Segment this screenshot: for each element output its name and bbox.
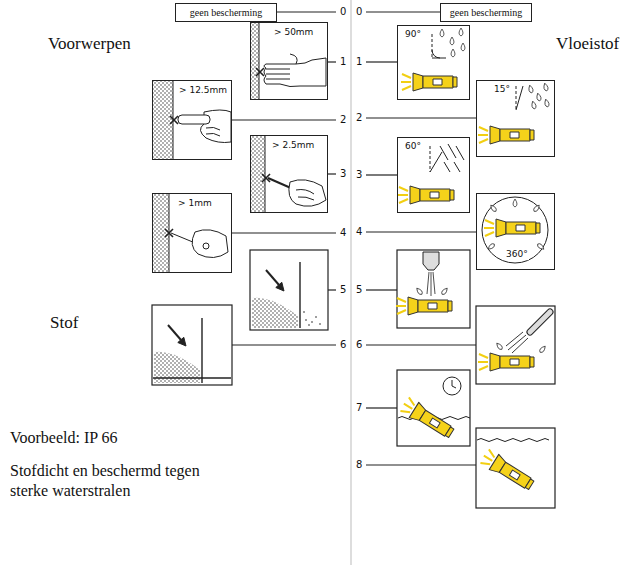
group-heading: Vloeistof xyxy=(556,33,619,54)
splash-icon xyxy=(482,197,548,263)
liquid-angle-box: 360° xyxy=(476,193,555,270)
node-text: 15° xyxy=(493,85,511,95)
liquid-angle-box: 90° xyxy=(397,25,470,100)
example-note: Voorbeeld: IP 66 xyxy=(10,428,118,448)
node-text: > 2.5mm xyxy=(271,141,315,151)
level-number: 3 xyxy=(356,169,362,182)
node-text: > 50mm xyxy=(273,28,314,38)
node-text: geen bescherming xyxy=(190,7,262,18)
liquid-angle-box: 60° xyxy=(397,137,470,213)
node-text: 60° xyxy=(404,142,422,152)
level-number: 6 xyxy=(340,339,346,352)
object-size-box: > 12.5mm xyxy=(152,80,232,160)
leader-lines xyxy=(232,12,476,465)
level-number: 2 xyxy=(340,114,346,127)
group-heading: Stof xyxy=(50,312,78,333)
dust-tight-icon xyxy=(153,318,231,383)
example-note: Stofdicht en beschermd tegen sterke wate… xyxy=(10,461,240,501)
finger-icon xyxy=(153,81,231,159)
level-number: 0 xyxy=(340,6,346,19)
wire-hand-icon xyxy=(153,194,228,272)
submersion-icon xyxy=(477,439,549,493)
level-number: 6 xyxy=(356,339,362,352)
level-number: 2 xyxy=(356,112,362,125)
spray-icon xyxy=(398,144,464,204)
group-heading: Voorwerpen xyxy=(48,33,131,54)
liquid-angle-box: 15° xyxy=(476,80,555,157)
drip-tilted-icon xyxy=(478,83,550,144)
no-protection-box: geen bescherming xyxy=(175,3,277,22)
node-text: 90° xyxy=(404,30,422,40)
level-number: 8 xyxy=(356,459,362,472)
tool-hand-icon xyxy=(251,136,326,212)
dust-partial-icon xyxy=(252,262,321,328)
water-jet-icon xyxy=(396,252,452,315)
level-number: 7 xyxy=(356,402,362,415)
icon-frames xyxy=(152,250,555,508)
object-size-box: > 50mm xyxy=(250,22,328,100)
drip-vertical-icon xyxy=(401,28,465,91)
node-text: > 1mm xyxy=(177,199,213,209)
hand-icon xyxy=(251,23,326,99)
level-number: 1 xyxy=(356,56,362,69)
strong-jet-icon xyxy=(478,312,550,371)
level-number: 3 xyxy=(340,168,346,181)
level-number: 4 xyxy=(356,226,362,239)
level-number: 5 xyxy=(356,284,362,297)
node-text: > 12.5mm xyxy=(178,86,228,96)
object-size-box: > 1mm xyxy=(152,193,232,273)
divider-line xyxy=(351,0,352,565)
no-protection-box: geen bescherming xyxy=(440,3,532,22)
object-size-box: > 2.5mm xyxy=(250,135,328,213)
level-number: 5 xyxy=(340,284,346,297)
level-number: 0 xyxy=(356,6,362,19)
node-text: 360° xyxy=(505,250,529,260)
node-text: geen bescherming xyxy=(450,7,522,18)
level-number: 1 xyxy=(340,56,346,69)
immersion-icon xyxy=(398,377,470,441)
level-number: 4 xyxy=(340,227,346,240)
